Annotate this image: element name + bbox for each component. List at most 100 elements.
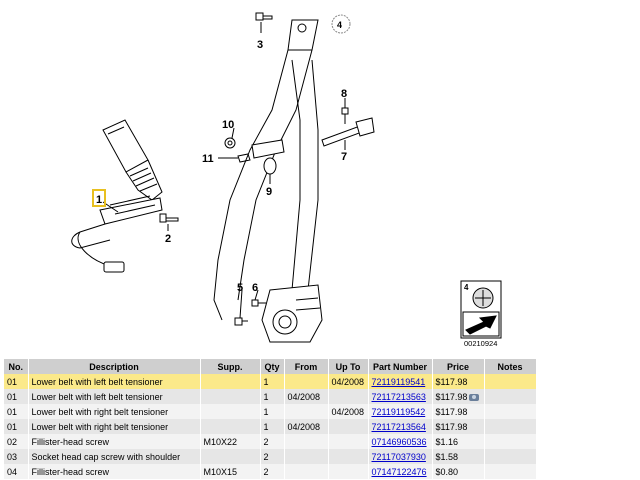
col-header-no[interactable]: No. xyxy=(4,359,29,374)
callout-8[interactable]: 8 xyxy=(341,88,347,100)
part-number-link[interactable]: 72119119542 xyxy=(371,406,426,417)
col-header-part-number[interactable]: Part Number xyxy=(368,359,433,374)
cell-supp xyxy=(200,389,261,404)
cell-price: $117.98 xyxy=(432,404,485,419)
col-header-supp[interactable]: Supp. xyxy=(200,359,261,374)
col-header-notes[interactable]: Notes xyxy=(484,359,537,374)
callout-11[interactable]: 11 xyxy=(202,153,214,165)
cell-from: 04/2008 xyxy=(284,419,329,434)
col-header-upto[interactable]: Up To xyxy=(328,359,369,374)
cell-upto xyxy=(328,434,369,449)
cell-price: $1.16 xyxy=(432,434,485,449)
col-header-description[interactable]: Description xyxy=(28,359,201,374)
cell-price: $1.58 xyxy=(432,449,485,464)
clip-10-drawing[interactable] xyxy=(224,137,236,149)
price-value: $1.16 xyxy=(435,436,459,447)
cell-qty: 1 xyxy=(260,404,285,419)
cell-qty: 2 xyxy=(260,434,285,449)
cell-supp xyxy=(200,374,261,389)
cell-upto xyxy=(328,419,369,434)
price-value: $117.98 xyxy=(435,406,468,417)
col-header-price[interactable]: Price xyxy=(432,359,485,374)
cell-description: Fillister-head screw xyxy=(28,464,201,479)
belt-buckle-drawing[interactable] xyxy=(71,119,163,273)
seat-belt-drawing[interactable] xyxy=(213,19,323,343)
height-adjuster-drawing[interactable] xyxy=(321,107,375,147)
screw-3-drawing[interactable] xyxy=(255,12,273,21)
price-value: $1.58 xyxy=(435,451,459,462)
part-number-link[interactable]: 72119119541 xyxy=(371,376,426,387)
cell-from xyxy=(284,449,329,464)
cell-no: 04 xyxy=(4,464,29,479)
price-value: $117.98 xyxy=(435,421,468,432)
cell-upto: 04/2008 xyxy=(328,374,369,389)
cell-part-number: 07147122476 xyxy=(368,464,433,479)
cell-notes xyxy=(484,389,537,404)
cell-no: 02 xyxy=(4,434,29,449)
part-number-link[interactable]: 07146960536 xyxy=(371,436,427,447)
callout-5[interactable]: 5 xyxy=(237,282,243,294)
cell-part-number: 72117037930 xyxy=(368,449,433,464)
callout-4-circle[interactable] xyxy=(331,14,351,34)
cover-9-drawing[interactable] xyxy=(263,157,277,175)
col-header-qty[interactable]: Qty xyxy=(260,359,285,374)
cell-description: Lower belt with left belt tensioner xyxy=(28,389,201,404)
cell-supp xyxy=(200,404,261,419)
cell-qty: 1 xyxy=(260,389,285,404)
cell-part-number: 07146960536 xyxy=(368,434,433,449)
camera-icon[interactable] xyxy=(469,393,480,401)
cell-notes xyxy=(484,374,537,389)
part-number-link[interactable]: 72117213564 xyxy=(371,421,426,432)
cell-supp: M10X22 xyxy=(200,434,261,449)
table-header-row: No. Description Supp. Qty From Up To Par… xyxy=(4,359,537,374)
cell-no: 01 xyxy=(4,404,29,419)
col-header-from[interactable]: From xyxy=(284,359,329,374)
callout-10[interactable]: 10 xyxy=(222,119,234,131)
callout-6[interactable]: 6 xyxy=(252,282,258,294)
cell-supp: M10X15 xyxy=(200,464,261,479)
cell-supp xyxy=(200,419,261,434)
cell-description: Lower belt with right belt tensioner xyxy=(28,404,201,419)
cell-upto: 04/2008 xyxy=(328,404,369,419)
cell-qty: 2 xyxy=(260,464,285,479)
cell-price: $117.98 xyxy=(432,419,485,434)
part-number-link[interactable]: 07147122476 xyxy=(371,466,427,477)
doc-id: 00210924 xyxy=(464,339,497,348)
callout-2[interactable]: 2 xyxy=(165,233,171,245)
cell-part-number: 72119119541 xyxy=(368,374,433,389)
bolt-11-drawing[interactable] xyxy=(237,153,251,163)
cell-qty: 2 xyxy=(260,449,285,464)
cell-upto xyxy=(328,389,369,404)
screw-5-drawing[interactable] xyxy=(234,317,248,326)
cell-description: Socket head cap screw with shoulder xyxy=(28,449,201,464)
cell-from: 04/2008 xyxy=(284,389,329,404)
cell-from xyxy=(284,434,329,449)
parts-table: No. Description Supp. Qty From Up To Par… xyxy=(4,359,537,479)
part-number-link[interactable]: 72117037930 xyxy=(371,451,426,462)
cell-supp xyxy=(200,449,261,464)
thumbnail-diagram[interactable] xyxy=(460,280,502,339)
callout-4[interactable]: 4 xyxy=(337,20,342,30)
part-number-link[interactable]: 72117213563 xyxy=(371,391,426,402)
cell-description: Lower belt with left belt tensioner xyxy=(28,374,201,389)
callout-3[interactable]: 3 xyxy=(257,39,263,51)
cell-qty: 1 xyxy=(260,419,285,434)
cell-notes xyxy=(484,434,537,449)
callout-9[interactable]: 9 xyxy=(266,186,272,198)
cell-notes xyxy=(484,419,537,434)
screw-2-drawing[interactable] xyxy=(159,213,179,223)
screw-6-drawing[interactable] xyxy=(251,299,266,307)
callout-7[interactable]: 7 xyxy=(341,151,347,163)
callout-1[interactable]: 1 xyxy=(96,194,102,206)
cell-no: 01 xyxy=(4,389,29,404)
cell-from xyxy=(284,374,329,389)
cell-part-number: 72117213564 xyxy=(368,419,433,434)
cell-notes xyxy=(484,449,537,464)
